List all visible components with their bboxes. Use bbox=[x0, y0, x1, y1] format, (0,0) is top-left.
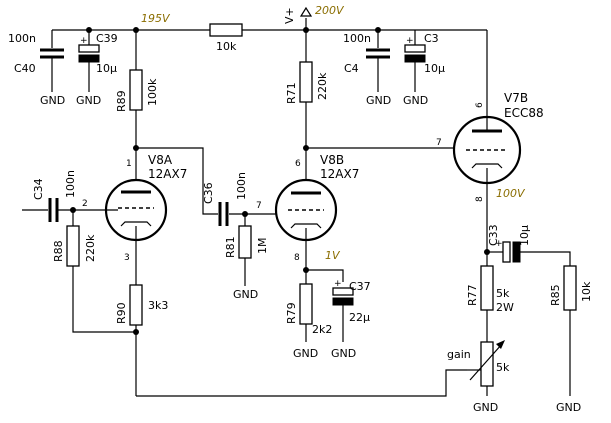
resistor-r88: R88 220k bbox=[52, 210, 136, 333]
gnd-label: GND bbox=[233, 288, 258, 301]
pot-value: 5k bbox=[496, 361, 510, 374]
c39-value: 10µ bbox=[96, 62, 117, 75]
r90-value: 3k3 bbox=[148, 299, 168, 312]
resistor-r85: R85 10k GND bbox=[549, 265, 593, 414]
junction-dot bbox=[375, 27, 381, 33]
gnd-label: GND bbox=[293, 347, 318, 360]
v8a-pin-2: 2 bbox=[82, 199, 88, 209]
resistor-r71: R71 220k bbox=[285, 30, 329, 180]
r85-ref: R85 bbox=[549, 284, 562, 306]
potentiometer-gain: gain 5k GND bbox=[447, 340, 510, 414]
resistor-r77: R77 5k 2W bbox=[466, 265, 514, 342]
v7b-name: V7B bbox=[504, 91, 528, 105]
r79-value: 2k2 bbox=[312, 323, 332, 336]
gnd-label: GND bbox=[556, 401, 581, 414]
tube-v8b: V8B 12AX7 6 7 8 bbox=[256, 153, 359, 263]
v7b-pin-8: 8 bbox=[475, 196, 485, 202]
v8b-pin-7: 7 bbox=[256, 201, 262, 211]
v8a-name: V8A bbox=[148, 153, 173, 167]
c40-value: 100n bbox=[8, 32, 36, 45]
r85-value: 10k bbox=[580, 281, 593, 302]
c33-value: 10µ bbox=[518, 225, 531, 246]
c34-value: 100n bbox=[64, 170, 77, 198]
capacitor-c33: + C33 10µ bbox=[487, 224, 571, 266]
gnd-label: GND bbox=[331, 347, 356, 360]
c4-value: 100n bbox=[343, 32, 371, 45]
gnd-label: GND bbox=[76, 94, 101, 107]
gnd-label: GND bbox=[473, 401, 498, 414]
v7b-type: ECC88 bbox=[504, 106, 544, 120]
c3-value: 10µ bbox=[424, 62, 445, 75]
c33-ref: C33 bbox=[487, 224, 500, 246]
r77-ref: R77 bbox=[466, 284, 479, 306]
junction-dot bbox=[133, 329, 139, 335]
v7b-pin-7: 7 bbox=[436, 138, 442, 148]
r77-value: 5k bbox=[496, 287, 510, 300]
v8b-pin-8: 8 bbox=[294, 253, 300, 263]
v7b-pin-6: 6 bbox=[475, 102, 485, 108]
supply-marker: V+ bbox=[283, 6, 313, 30]
voltage-100v: 100V bbox=[496, 187, 526, 200]
capacitor-c39: + C39 10µ GND bbox=[76, 32, 118, 107]
r71-value: 220k bbox=[316, 72, 329, 100]
r89-ref: R89 bbox=[115, 90, 128, 112]
c36-value: 100n bbox=[235, 172, 248, 200]
v8a-pin-1: 1 bbox=[126, 159, 132, 169]
c36-ref: C36 bbox=[202, 182, 215, 204]
c3-polarity: + bbox=[406, 36, 414, 46]
c40-ref: C40 bbox=[14, 62, 36, 75]
capacitor-c3: + C3 10µ GND bbox=[403, 32, 445, 107]
c3-ref: C3 bbox=[424, 32, 439, 45]
r88-value: 220k bbox=[84, 234, 97, 262]
voltage-195v: 195V bbox=[141, 12, 171, 25]
v8b-type: 12AX7 bbox=[320, 167, 359, 181]
resistor-r81: R81 1M GND bbox=[224, 214, 269, 301]
c37-value: 22µ bbox=[349, 311, 370, 324]
c34-ref: C34 bbox=[32, 178, 45, 200]
c39-polarity: + bbox=[80, 36, 88, 46]
r71-ref: R71 bbox=[285, 82, 298, 104]
r89-value: 100k bbox=[146, 78, 159, 106]
r88-ref: R88 bbox=[52, 240, 65, 262]
resistor-10k: 10k bbox=[209, 23, 243, 53]
r79-ref: R79 bbox=[285, 302, 298, 324]
tube-v7b: V7B ECC88 6 7 8 bbox=[436, 91, 544, 202]
v8a-type: 12AX7 bbox=[148, 167, 187, 181]
c4-ref: C4 bbox=[344, 62, 359, 75]
r81-ref: R81 bbox=[224, 236, 237, 258]
capacitor-c4: 100n C4 GND bbox=[343, 32, 391, 107]
gnd-label: GND bbox=[403, 94, 428, 107]
capacitor-c36: C36 100n bbox=[202, 172, 288, 226]
resistor-r79: R79 2k2 GND bbox=[285, 270, 332, 360]
gain-label: gain bbox=[447, 348, 471, 361]
c37-ref: C37 bbox=[349, 280, 371, 293]
gnd-label: GND bbox=[40, 94, 65, 107]
voltage-200v: 200V bbox=[315, 4, 345, 17]
tube-v8a: V8A 12AX7 1 2 3 bbox=[82, 153, 187, 263]
gnd-label: GND bbox=[366, 94, 391, 107]
resistor-10k-value: 10k bbox=[216, 40, 237, 53]
supply-label: V+ bbox=[283, 7, 296, 24]
resistor-r90: R90 3k3 bbox=[115, 240, 168, 396]
c37-polarity: + bbox=[334, 279, 342, 289]
c39-ref: C39 bbox=[96, 32, 118, 45]
r77-power: 2W bbox=[496, 301, 514, 314]
c33-polarity: + bbox=[495, 239, 503, 249]
v8b-name: V8B bbox=[320, 153, 344, 167]
v8b-pin-6: 6 bbox=[295, 159, 301, 169]
r81-value: 1M bbox=[256, 238, 269, 255]
resistor-r89: R89 100k bbox=[115, 30, 159, 180]
capacitor-c40: 100n C40 GND bbox=[8, 32, 65, 107]
v8a-pin-3: 3 bbox=[124, 253, 130, 263]
junction-dot bbox=[86, 27, 92, 33]
capacitor-c37: + C37 22µ GND bbox=[331, 279, 371, 360]
r90-ref: R90 bbox=[115, 302, 128, 324]
voltage-1v: 1V bbox=[325, 249, 341, 262]
capacitor-c34: C34 100n bbox=[32, 170, 77, 222]
